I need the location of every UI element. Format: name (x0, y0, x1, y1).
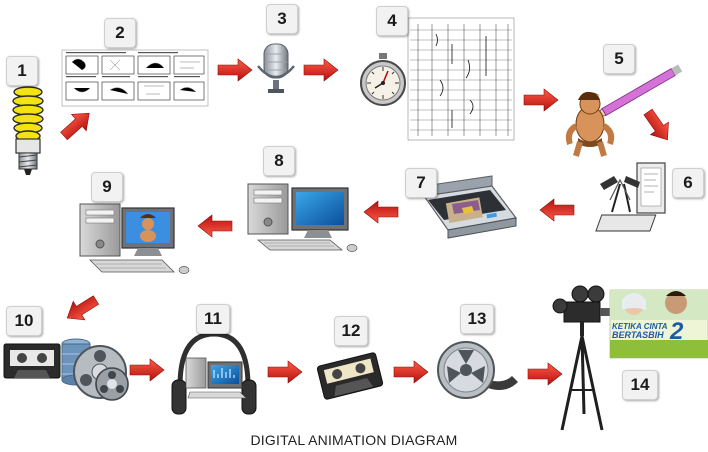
step-badge-14: 14 (622, 370, 658, 400)
stopwatch-exposure-sheet-icon (360, 17, 515, 141)
step-badge-6: 6 (672, 168, 704, 198)
sound-editing-headphones-icon (171, 331, 257, 415)
movie-poster (609, 289, 708, 359)
film-reel-icon (437, 341, 518, 399)
arrow-3-to-4 (303, 58, 339, 82)
step-badge-9: 9 (91, 172, 123, 202)
tape-and-film-reels-icon (3, 338, 129, 401)
scanner-icon (422, 175, 518, 239)
step-badge-12: 12 (334, 316, 368, 346)
step-badge-1: 1 (6, 56, 38, 86)
poster-title-number: 2 (670, 318, 684, 345)
arrow-7-to-8 (363, 200, 399, 224)
light-bulb-icon (12, 86, 44, 175)
step-badge-2: 2 (104, 18, 136, 48)
cassette-tape-icon (316, 352, 384, 400)
arrow-4-to-5 (523, 88, 559, 112)
diagram-caption: DIGITAL ANIMATION DIAGRAM (250, 432, 458, 448)
poster-title: KETIKA CINTA BERTASBIH (612, 322, 672, 340)
step-badge-11: 11 (196, 304, 230, 334)
step-badge-7: 7 (405, 168, 437, 198)
arrow-11-to-12 (267, 360, 303, 384)
desktop-computer-icon (247, 183, 358, 252)
step-badge-8: 8 (263, 146, 295, 176)
step-badge-4: 4 (376, 6, 408, 36)
camera-stand-icon (595, 162, 666, 232)
arrow-8-to-9 (197, 214, 233, 238)
step-badge-10: 10 (6, 306, 42, 336)
step-badge-5: 5 (603, 44, 635, 74)
arrow-10-to-11 (129, 358, 165, 382)
arrow-5-to-6 (638, 105, 677, 147)
arrow-12-to-13 (393, 360, 429, 384)
poster-title-line1: KETIKA CINTA (612, 322, 668, 331)
microphone-icon (257, 43, 295, 93)
pencil-character-drawing-icon (565, 64, 683, 157)
arrow-1-to-2 (56, 104, 97, 145)
arrow-2-to-3 (217, 58, 253, 82)
computer-animation-icon (79, 203, 190, 274)
arrow-6-to-7 (539, 198, 575, 222)
arrow-13-to-14 (527, 362, 563, 386)
step-badge-13: 13 (460, 304, 494, 334)
step-badge-3: 3 (266, 4, 298, 34)
storyboard-icon (61, 49, 209, 107)
arrow-9-to-10 (61, 290, 103, 328)
video-camera-and-poster-icon (552, 285, 708, 431)
poster-title-line2: BERTASBIH (612, 330, 664, 340)
